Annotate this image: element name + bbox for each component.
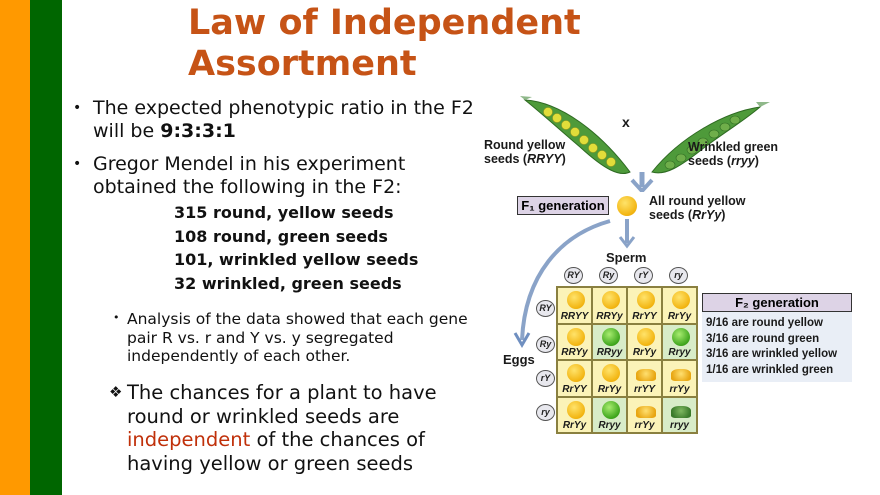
bullet-ratio-text: The expected phenotypic ratio in the F2 … xyxy=(93,97,474,142)
wrinkled-yellow-seed-icon xyxy=(671,369,691,381)
round-yellow-seed-icon xyxy=(567,291,585,309)
star-text-before: The chances for a plant to have round or… xyxy=(127,381,437,428)
punnett-cell: RRYY xyxy=(557,287,592,324)
cross-symbol: x xyxy=(622,114,630,130)
round-yellow-seed-icon xyxy=(567,364,585,382)
sperm-gamete: rY xyxy=(634,267,653,284)
punnett-cell: rrYy xyxy=(662,360,697,397)
eggs-label: Eggs xyxy=(503,352,535,367)
punnett-cell: RRyy xyxy=(592,323,627,360)
egg-gamete: ry xyxy=(536,404,555,421)
punnett-square: RRYY RRYy RrYY RrYy RRYy RRyy RrYy Rryy … xyxy=(556,286,698,434)
bullet-dot-icon: • xyxy=(73,100,82,116)
sub-bullet-analysis: • Analysis of the data showed that each … xyxy=(113,310,487,366)
egg-gamete: RY xyxy=(536,300,555,317)
parent2-label: Wrinkled green seeds (rryy) xyxy=(688,140,778,168)
f2-generation-header: F₂ generation xyxy=(702,293,852,312)
f2-counts-list: 315 round, yellow seeds 108 round, green… xyxy=(174,201,418,295)
punnett-cell: RRYy xyxy=(557,323,592,360)
sperm-gamete: RY xyxy=(564,267,583,284)
f2-ratio-line: 1/16 are wrinkled green xyxy=(706,363,834,376)
highlight-independent: independent xyxy=(127,428,251,451)
wrinkled-yellow-seed-icon xyxy=(636,405,656,418)
round-green-seed-icon xyxy=(602,400,620,419)
ratio-value: 9:3:3:1 xyxy=(160,120,236,142)
parent1-line1: Round yellow xyxy=(484,138,566,152)
f1-desc-line1: All round yellow xyxy=(649,194,746,208)
punnett-cell: RrYy xyxy=(557,396,592,433)
star-bullet-independence: ❖ The chances for a plant to have round … xyxy=(109,381,487,475)
diamond-bullet-icon: ❖ xyxy=(109,383,123,401)
f2-ratio-line: 3/16 are round green xyxy=(706,332,820,345)
f2-ratio-line: 3/16 are wrinkled yellow xyxy=(706,348,838,360)
parent2-line1: Wrinkled green xyxy=(688,140,779,154)
round-yellow-seed-icon xyxy=(637,291,655,309)
bullet-dot-icon: • xyxy=(73,156,82,172)
punnett-cell: rryy xyxy=(662,396,697,433)
count-item: 108 round, green seeds xyxy=(174,226,388,246)
f1-desc-line2: seeds (RrYy) xyxy=(649,208,726,222)
round-yellow-seed-icon xyxy=(637,327,655,346)
count-item: 101, wrinkled yellow seeds xyxy=(174,250,419,269)
round-green-seed-icon xyxy=(672,327,690,346)
wrinkled-green-seed-icon xyxy=(671,405,691,418)
sperm-label: Sperm xyxy=(606,250,647,265)
bullet-dot-icon: • xyxy=(113,311,120,324)
round-yellow-seed-icon xyxy=(602,291,620,309)
round-yellow-seed-icon xyxy=(672,291,690,309)
bullet-mendel: • Gregor Mendel in his experiment obtain… xyxy=(73,153,473,199)
punnett-cell: RrYy xyxy=(592,360,627,397)
sperm-gamete: Ry xyxy=(599,267,618,284)
punnett-cell: RrYY xyxy=(627,287,662,324)
f1-description: All round yellow seeds (RrYy) xyxy=(649,194,746,222)
round-yellow-seed-icon xyxy=(567,327,585,346)
orange-side-band xyxy=(0,0,30,495)
parent1-line2: seeds (RRYY) xyxy=(484,152,566,166)
punnett-cell: RrYy xyxy=(627,323,662,360)
punnett-cell: RRYy xyxy=(592,287,627,324)
count-item: 32 wrinkled, green seeds xyxy=(174,273,402,293)
egg-gamete: Ry xyxy=(536,336,555,353)
slide-title: Law of Independent Assortment xyxy=(188,3,581,84)
punnett-cell: rrYY xyxy=(627,360,662,397)
egg-gamete: rY xyxy=(536,370,555,387)
arrows-illustration xyxy=(513,219,636,348)
punnett-cell: RrYy xyxy=(662,287,697,324)
f2-generation-box: F₂ generation 9/16 are round yellow 3/16… xyxy=(702,293,852,382)
punnett-cell: Rryy xyxy=(662,323,697,360)
f1-seed-icon xyxy=(617,196,637,216)
f2-ratios: 9/16 are round yellow 3/16 are round gre… xyxy=(702,312,852,382)
bullet-ratio: • The expected phenotypic ratio in the F… xyxy=(73,97,493,143)
punnett-cell: rrYy xyxy=(627,396,662,433)
parent2-line2: seeds (rryy) xyxy=(688,154,759,168)
wrinkled-yellow-seed-icon xyxy=(636,369,656,381)
sperm-gamete: ry xyxy=(669,267,688,284)
round-yellow-seed-icon xyxy=(602,364,620,382)
count-item: 315 round, yellow seeds xyxy=(174,203,394,222)
star-text-after: of the chances of having yellow or green… xyxy=(127,428,425,475)
round-green-seed-icon xyxy=(602,327,620,346)
round-yellow-seed-icon xyxy=(567,400,585,419)
f1-generation-label: F₁ generation xyxy=(517,196,609,215)
parent1-label: Round yellow seeds (RRYY) xyxy=(484,138,566,166)
punnett-cell: Rryy xyxy=(592,396,627,433)
green-side-band xyxy=(30,0,62,495)
f2-ratio-line: 9/16 are round yellow xyxy=(706,317,823,329)
pea-pods-illustration xyxy=(520,96,770,192)
bullet-mendel-text: Gregor Mendel in his experiment obtained… xyxy=(93,153,406,198)
punnett-cell: RrYY xyxy=(557,360,592,397)
sub-bullet-text: Analysis of the data showed that each ge… xyxy=(127,310,468,365)
